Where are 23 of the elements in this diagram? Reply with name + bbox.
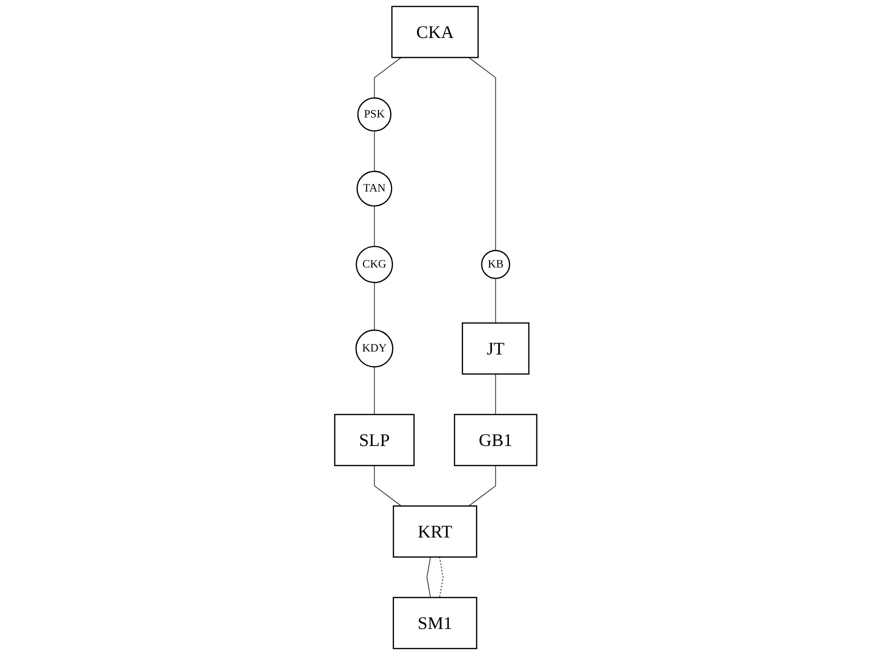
connector [439,556,444,598]
node-box: GB1 [454,414,538,466]
connector [374,57,402,98]
connector [374,206,376,247]
node-box: SLP [334,414,415,466]
connector [468,57,496,251]
node-box: JT [462,322,530,375]
connector [374,130,376,172]
connector [495,278,496,324]
node-circle: TAN [356,170,392,207]
node-circle: CKG [356,246,394,284]
connector [495,374,496,415]
node-box: KRT [393,505,478,558]
connector [468,465,496,506]
connector [374,366,376,415]
node-circle: KDY [356,330,394,368]
node-circle: PSK [358,97,392,132]
connector [426,556,432,598]
connector [374,282,376,331]
connector [374,465,402,506]
node-box: SM1 [393,596,478,650]
node-box: CKA [392,6,479,58]
node-circle: KB [481,250,510,280]
